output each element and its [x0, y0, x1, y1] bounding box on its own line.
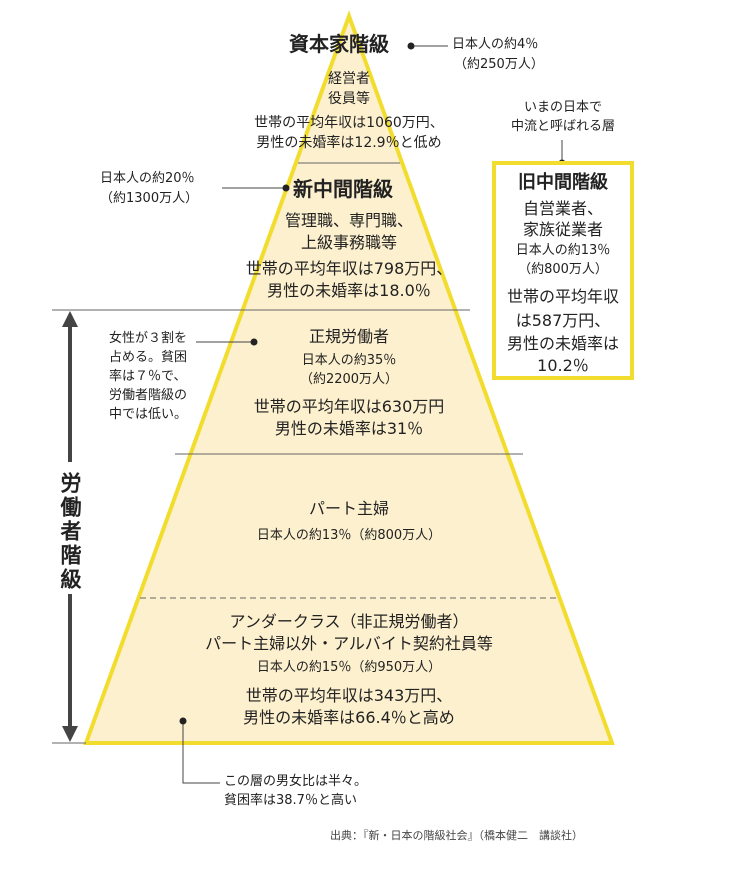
leader-underclass [182, 721, 220, 784]
capitalist-note-line1: 日本人の約4％ [452, 37, 539, 52]
old-middle-stat-line3: 男性の未婚率は [506, 334, 619, 353]
leader-dot-new-middle [282, 184, 290, 192]
regular-note-line5: 中では低い。 [109, 407, 188, 422]
regular-stat-line1: 世帯の平均年収は630万円 [253, 397, 445, 416]
regular-note-line2: 占める。貧困 [109, 350, 188, 365]
regular-title: 正規労働者 [308, 327, 389, 346]
underclass-note-line2: 貧困率は38.7％と高い [224, 793, 357, 808]
capitalist-stat-line2: 男性の未婚率は12.9％と低め [256, 135, 442, 151]
capitalist-stat-line1: 世帯の平均年収は1060万円、 [254, 115, 444, 131]
new-middle-stat-line1: 世帯の平均年収は798万円、 [245, 259, 453, 278]
part-time-pop: 日本人の約13％（約800万人） [256, 528, 442, 543]
old-middle-pop-line1: 日本人の約13％ [515, 243, 611, 258]
old-middle-stat-line4: 10.2％ [537, 356, 589, 375]
capitalist-desc-line1: 経営者 [328, 71, 370, 87]
new-middle-note-line2: （約1300万人） [100, 191, 199, 206]
regular-stat-line2: 男性の未婚率は31％ [274, 419, 424, 438]
old-middle-stat-line2: は587万円、 [515, 311, 611, 330]
new-middle-title: 新中間階級 [293, 177, 393, 201]
regular-note-line1: 女性が３割を [109, 331, 188, 346]
underclass-title-line2: パート主婦以外・アルバイト契約社員等 [205, 634, 493, 653]
underclass-stat-line1: 世帯の平均年収は343万円、 [245, 686, 453, 705]
capitalist-desc-line2: 役員等 [328, 91, 370, 107]
source-citation: 出典：『新・日本の階級社会』（橋本健二 講談社） [330, 829, 583, 842]
pyramid-shape [83, 10, 615, 745]
underclass-stat-line2: 男性の未婚率は66.4％と高め [243, 708, 455, 727]
arrow-up-head-icon [62, 311, 78, 327]
capitalist-title: 資本家階級 [289, 32, 389, 56]
old-middle-desc-line2: 家族従業者 [522, 220, 603, 239]
old-middle-callout-line2: 中流と呼ばれる層 [510, 119, 615, 134]
leader-dot-underclass [179, 717, 187, 725]
regular-pop-line1: 日本人の約35％ [301, 353, 397, 368]
regular-note-line4: 労働者階級の [109, 388, 188, 403]
new-middle-note-line1: 日本人の約20％ [100, 171, 195, 186]
old-middle-callout-line1: いまの日本で [523, 100, 602, 115]
working-class-label: 労働者階級 [58, 470, 82, 594]
old-middle-pop-line2: （約800万人） [518, 262, 608, 277]
underclass-note-line1: この層の男女比は半々。 [224, 774, 368, 789]
old-middle-box [492, 161, 634, 380]
new-middle-desc-line1: 管理職、専門職、 [284, 211, 413, 230]
leader-dot-regular [250, 338, 258, 346]
old-middle-desc-line1: 自営業者、 [522, 199, 603, 218]
regular-pop-line2: （約2200万人） [299, 372, 399, 387]
capitalist-note-line2: （約250万人） [454, 57, 544, 72]
underclass-title-line1: アンダークラス（非正規労働者） [229, 612, 469, 631]
leader-dot-capitalist [407, 42, 415, 50]
old-middle-title: 旧中間階級 [518, 172, 608, 193]
regular-note-line3: 率は７％で、 [109, 369, 187, 384]
part-time-title: パート主婦 [308, 499, 389, 518]
arrow-down-head-icon [62, 726, 78, 742]
underclass-pop: 日本人の約15％（約950万人） [256, 660, 442, 675]
new-middle-stat-line2: 男性の未婚率は18.0％ [267, 281, 431, 300]
new-middle-desc-line2: 上級事務職等 [300, 233, 397, 252]
old-middle-stat-line1: 世帯の平均年収 [506, 287, 619, 306]
